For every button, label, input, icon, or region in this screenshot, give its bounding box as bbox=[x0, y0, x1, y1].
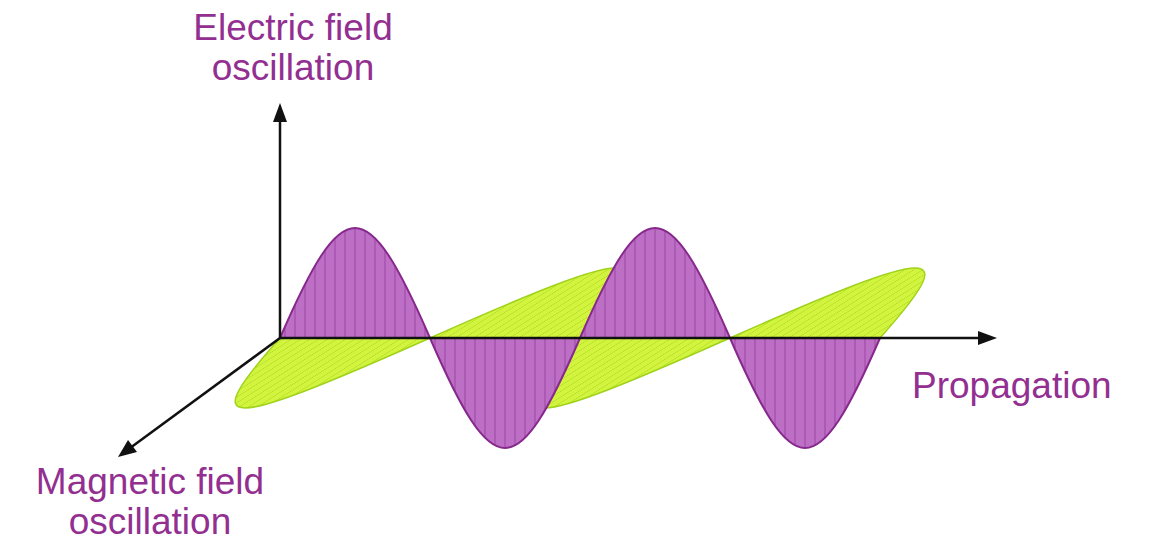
electric-axis bbox=[279, 112, 282, 338]
electric-lobe bbox=[580, 228, 730, 338]
electric-lobe bbox=[730, 338, 880, 448]
arrowheads bbox=[118, 103, 997, 457]
arrowhead bbox=[118, 440, 137, 457]
magnetic-lobe bbox=[170, 338, 430, 408]
magnetic-lobe bbox=[730, 268, 990, 338]
axis-label: Electric field oscillation bbox=[143, 8, 443, 88]
axis-label: Propagation bbox=[912, 366, 1112, 406]
electric-lobe bbox=[280, 228, 430, 338]
magnetic-wave bbox=[170, 268, 990, 408]
axis-label: Magnetic field oscillation bbox=[0, 462, 300, 542]
axes bbox=[126, 112, 988, 451]
propagation-axis bbox=[280, 337, 988, 340]
arrowhead bbox=[273, 103, 287, 122]
magnetic-axis bbox=[126, 338, 280, 451]
electric-lobe bbox=[430, 338, 580, 448]
arrowhead bbox=[978, 331, 997, 345]
